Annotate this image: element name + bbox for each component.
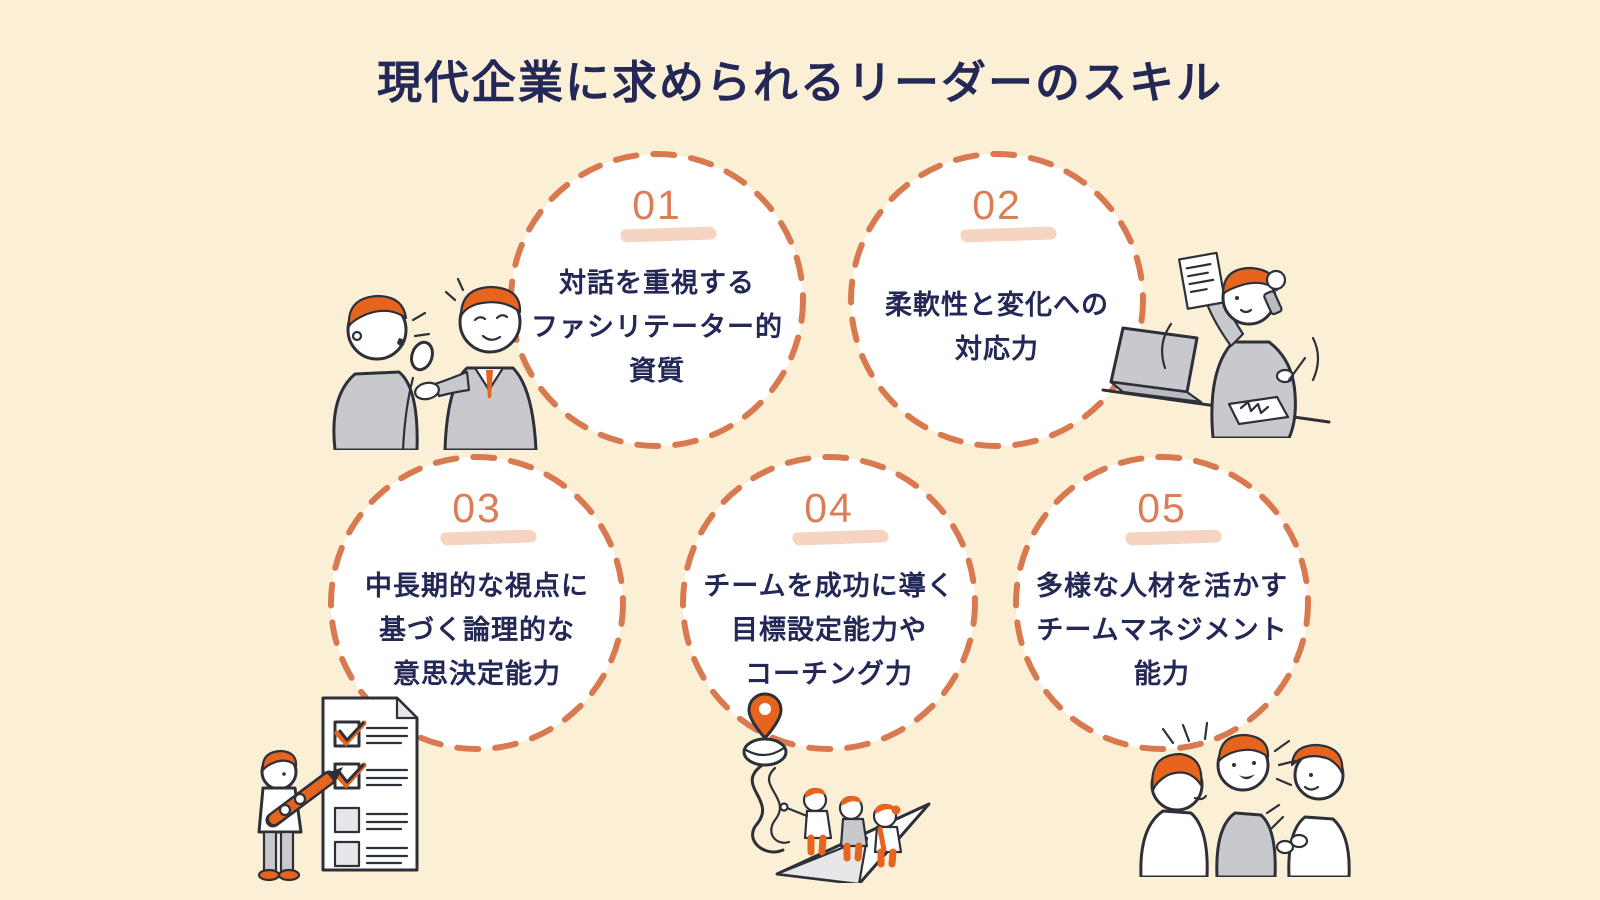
skill-circle-05: 05 多様な人材を活かす チームマネジメント 能力 [1012, 453, 1312, 753]
emphasis-lines-middle [1273, 739, 1297, 787]
skill-number-block: 02 [847, 182, 1147, 243]
woman-multitasking-phone-laptop-illustration [1101, 251, 1331, 438]
document-in-hand [1178, 251, 1227, 310]
checklist-document [321, 696, 419, 872]
skill-text-line: 目標設定能力や [731, 615, 927, 645]
skill-text: 柔軟性と変化への 対応力 [847, 283, 1147, 371]
skill-text-line: 意思決定能力 [393, 659, 561, 689]
skill-text: 中長期的な視点に 基づく論理的な 意思決定能力 [327, 564, 627, 696]
skill-text-line: 能力 [1134, 659, 1190, 689]
dashed-circle-border [680, 454, 978, 752]
leader-skills-infographic: 現代企業に求められるリーダーのスキル 01 対話を重視する ファシリテーター的 … [27, 0, 1573, 883]
skill-text-line: コーチング力 [745, 659, 913, 689]
skill-text-line: 中長期的な視点に [365, 571, 589, 601]
map-pin-icon [747, 692, 783, 740]
skill-text-line: 基づく論理的な [379, 615, 575, 645]
skill-text-line: チームマネジメント [1036, 615, 1288, 645]
person-right [1275, 743, 1351, 877]
skill-text: チームを成功に導く 目標設定能力や コーチング力 [679, 564, 979, 696]
skill-circle-04: 04 チームを成功に導く 目標設定能力や コーチング力 [679, 453, 979, 753]
skill-text-line: 対応力 [955, 334, 1039, 364]
skill-text-line: チームを成功に導く [703, 571, 955, 601]
phone [1263, 290, 1283, 316]
team-on-paper-airplane-illustration [742, 692, 931, 883]
skill-circle-03: 03 中長期的な視点に 基づく論理的な 意思決定能力 [327, 453, 627, 753]
two-businessmen-talking-illustration [332, 277, 538, 450]
person-middle [1215, 733, 1277, 877]
person-with-pencil [257, 749, 343, 882]
rider-middle [838, 795, 869, 862]
skill-number-block: 05 [1012, 485, 1312, 546]
skill-number-block: 03 [327, 485, 627, 546]
skill-text-line: 対話を重視する [559, 268, 755, 298]
rider-rear [872, 803, 903, 868]
skill-number: 05 [1137, 485, 1187, 531]
paper-on-desk [1227, 395, 1290, 426]
dashed-circle-border [1013, 454, 1311, 752]
person-right [414, 277, 538, 450]
skill-number-block: 04 [679, 485, 979, 546]
skill-number-block: 01 [507, 182, 807, 243]
person-left [332, 294, 434, 450]
three-people-conversation-illustration [1139, 721, 1351, 877]
winding-path [750, 764, 785, 854]
skill-number: 03 [452, 485, 502, 531]
skill-text-line: 柔軟性と変化への [885, 290, 1109, 320]
emphasis-lines-lower [1265, 803, 1285, 830]
rider-front-pointing [779, 787, 833, 856]
dashed-circle-border [848, 151, 1146, 449]
laptop [1109, 326, 1203, 404]
skill-circle-02: 02 柔軟性と変化への 対応力 [847, 150, 1147, 450]
dashed-circle-border [328, 454, 626, 752]
skill-text-line: ファシリテーター的 [531, 312, 783, 342]
person-left-back [1139, 752, 1209, 877]
skill-text-line: 資質 [629, 356, 685, 386]
skill-text: 対話を重視する ファシリテーター的 資質 [507, 261, 807, 393]
skill-number: 02 [972, 182, 1022, 228]
skill-circle-01: 01 対話を重視する ファシリテーター的 資質 [507, 150, 807, 450]
checklist-person-illustration [257, 696, 419, 882]
skill-text: 多様な人材を活かす チームマネジメント 能力 [1012, 564, 1312, 696]
motion-arcs [1160, 322, 1320, 382]
skill-number: 01 [632, 182, 682, 228]
skill-text-line: 多様な人材を活かす [1036, 571, 1288, 601]
skill-number: 04 [804, 485, 854, 531]
page-title: 現代企業に求められるリーダーのスキル [376, 57, 1223, 108]
emphasis-lines-left [1161, 721, 1209, 745]
